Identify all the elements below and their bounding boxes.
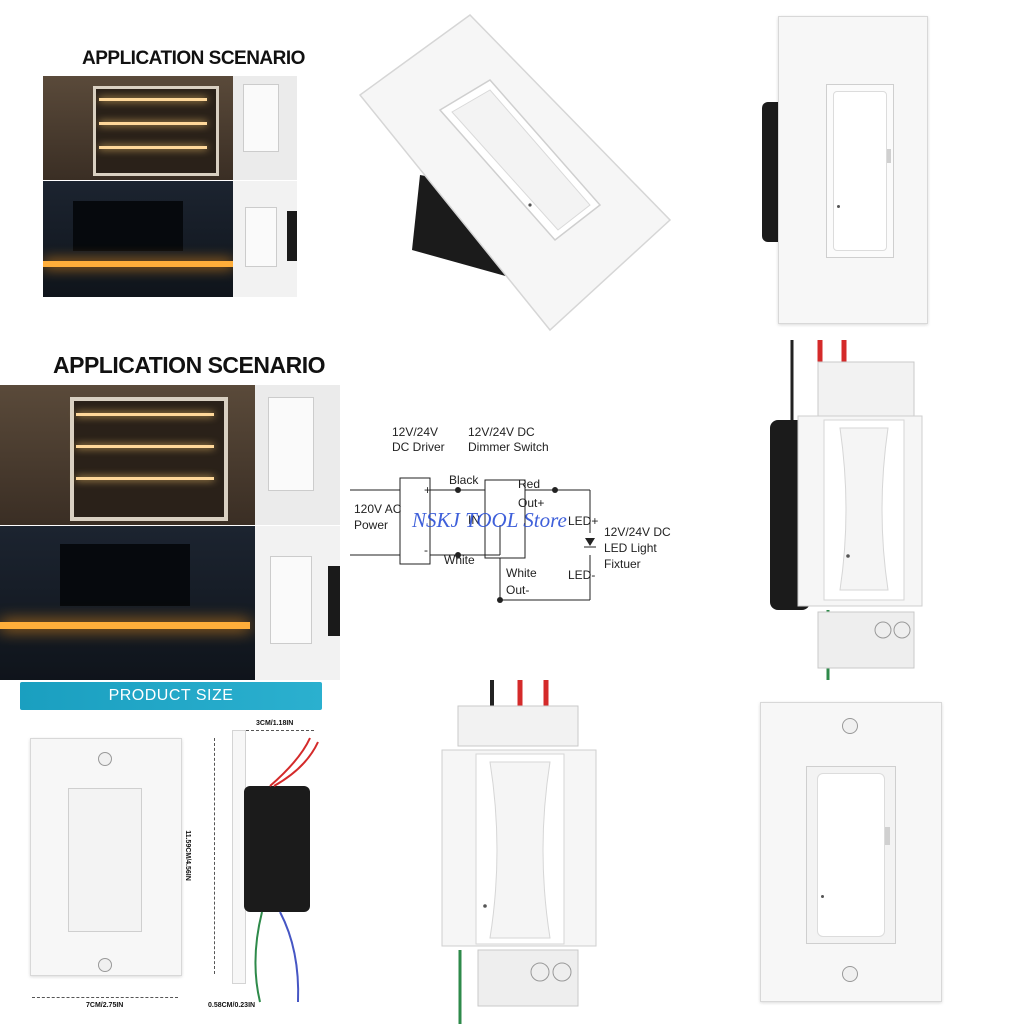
scenario-tile-2: APPLICATION SCENARIO — [0, 340, 340, 680]
led-minus-label: LED- — [568, 568, 595, 582]
product-size-banner: PRODUCT SIZE — [20, 682, 322, 710]
out-plus-label: Out+ — [518, 496, 544, 510]
driver-label-1: 12V/24V — [392, 425, 438, 439]
wired-switch-photo — [680, 340, 1024, 680]
tv-room-photo — [0, 526, 340, 680]
red-wire-label: Red — [518, 477, 540, 491]
front-view-rocker — [68, 788, 142, 932]
wired-switch-illustration — [770, 340, 923, 680]
in-label: IN — [468, 513, 480, 527]
fixture-label-1: 12V/24V DC — [604, 525, 671, 539]
driver-label-2: DC Driver — [392, 440, 445, 454]
minus-terminal: - — [424, 543, 428, 557]
fixture-label-2: LED Light — [604, 541, 657, 555]
rocker-switch — [826, 84, 894, 258]
power-label-2: Power — [354, 518, 388, 532]
front-wired-switch-illustration — [441, 680, 597, 1024]
side-view-wires — [254, 737, 319, 1003]
width-dimension-line — [32, 997, 178, 998]
tilted-switch-photo — [340, 0, 680, 340]
bottom-screw — [842, 966, 858, 982]
bookshelf-room-photo — [43, 76, 297, 180]
depth-dimension-line — [246, 730, 314, 731]
scenario-title: APPLICATION SCENARIO — [53, 352, 325, 378]
white-wire-label: White — [444, 553, 475, 567]
side-view-body — [244, 786, 310, 912]
power-label-1: 120V AC — [354, 502, 402, 516]
bottom-screw — [98, 958, 112, 972]
black-wire-label: Black — [449, 473, 479, 487]
wiring-diagram-svg: 12V/24V DC Driver 12V/24V DC Dimmer Swit… — [350, 425, 671, 603]
plus-terminal: + — [424, 483, 431, 497]
width-dimension: 7CM/2.75IN — [86, 1002, 124, 1009]
tilted-switch-illustration — [358, 14, 672, 332]
white-out-label-2: Out- — [506, 583, 529, 597]
top-screw — [842, 718, 858, 734]
thickness-dimension: 0.58CM/0.23IN — [208, 1002, 256, 1009]
store-watermark: NSKJ TOOL Store — [411, 508, 567, 532]
front-wired-switch-photo — [340, 680, 680, 1024]
front-switch-photo — [680, 680, 1024, 1024]
white-out-label-1: White — [506, 566, 537, 580]
top-screw — [98, 752, 112, 766]
wiring-diagram: 12V/24V DC Driver 12V/24V DC Dimmer Swit… — [340, 340, 680, 680]
product-size-tile: PRODUCT SIZE 7CM/2.75IN 11.59CM/4.56IN 3… — [0, 680, 340, 1024]
dimmer-label-1: 12V/24V DC — [468, 425, 535, 439]
scenario-title: APPLICATION SCENARIO — [82, 48, 305, 69]
dimmer-label-2: Dimmer Switch — [468, 440, 549, 454]
tv-room-photo — [43, 181, 297, 297]
height-dimension-line — [214, 738, 215, 974]
scenario-tile-1: APPLICATION SCENARIO — [0, 0, 340, 340]
led-plus-label: LED+ — [568, 514, 598, 528]
rocker-switch — [806, 766, 896, 944]
depth-dimension: 3CM/1.18IN — [256, 720, 294, 727]
fixture-label-3: Fixtuer — [604, 557, 641, 571]
bookshelf-room-photo — [0, 385, 340, 525]
side-angle-switch-photo — [680, 0, 1024, 340]
